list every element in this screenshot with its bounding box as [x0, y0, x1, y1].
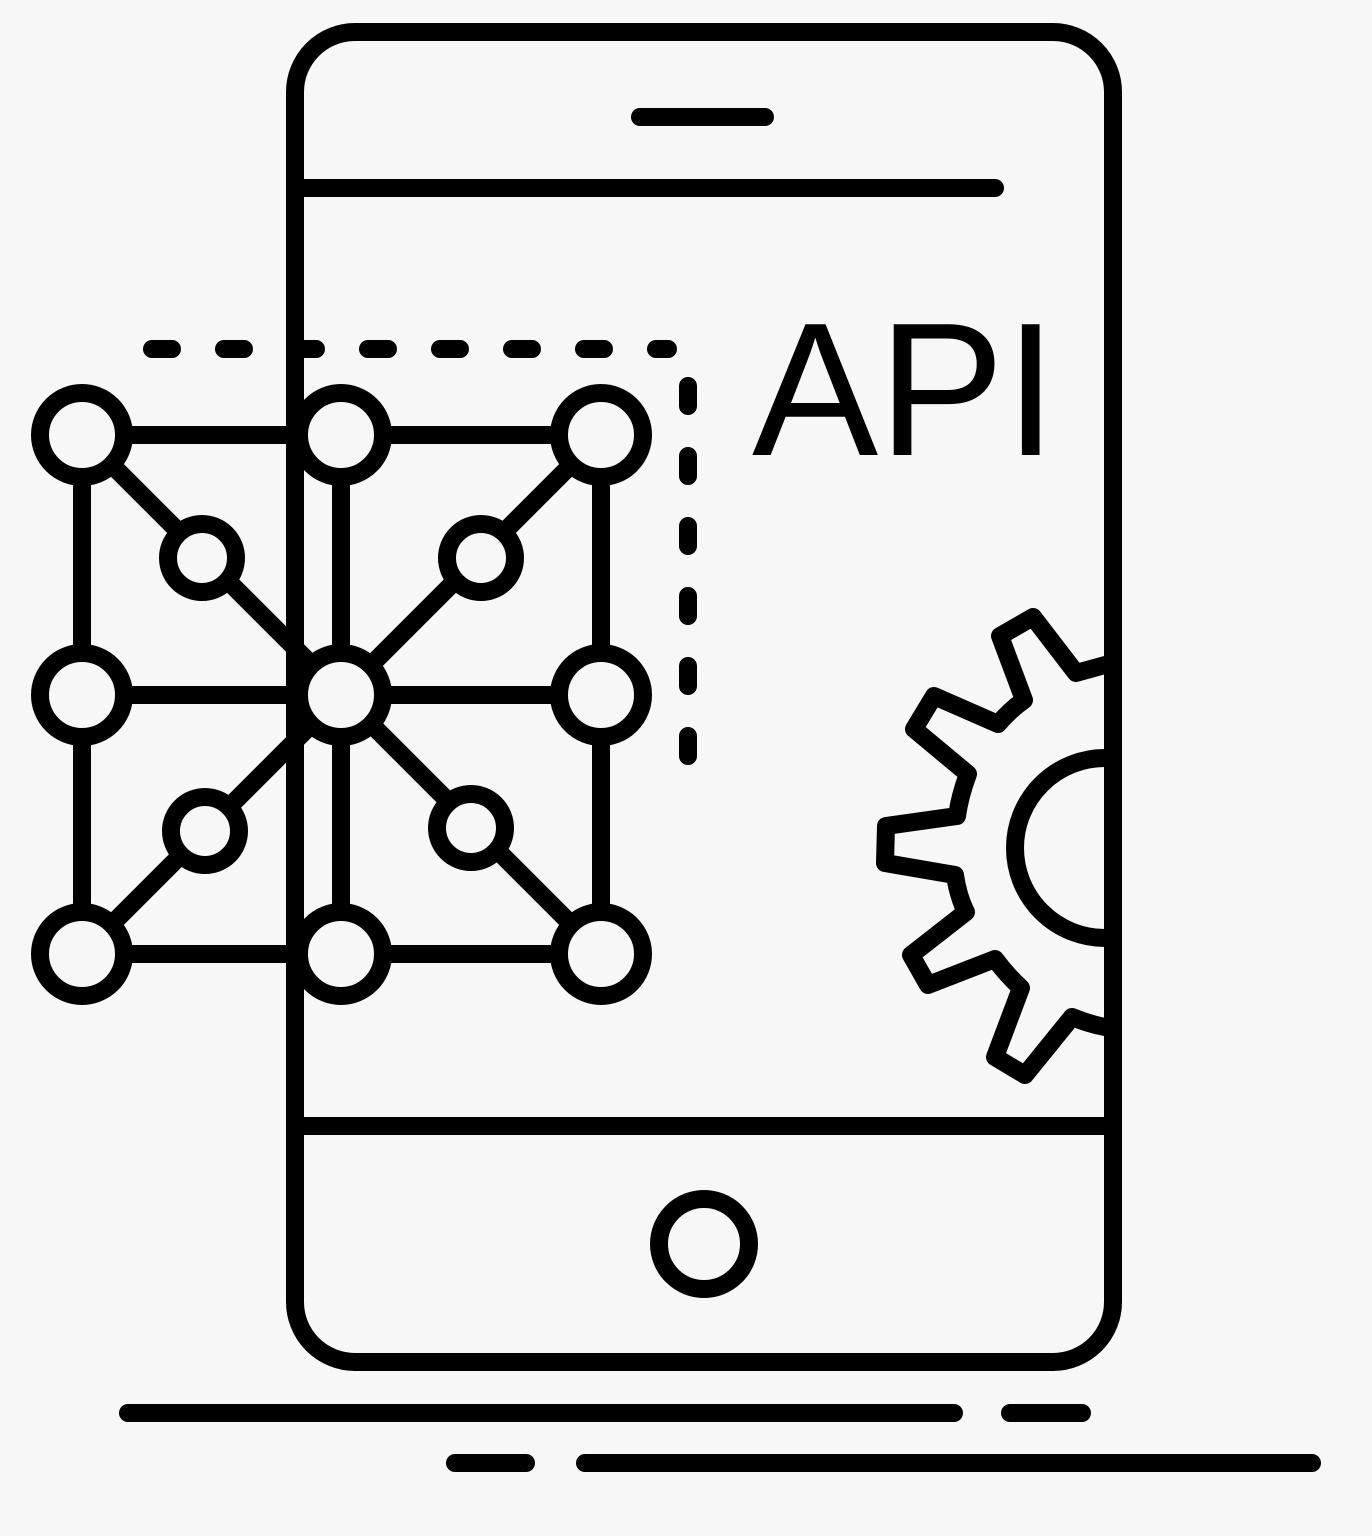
gear-icon [876, 608, 1114, 1084]
api-label: API [752, 284, 1057, 496]
network-grid-icon [31, 384, 652, 1005]
dashed-connector [143, 340, 697, 769]
ground-lines [119, 1404, 1321, 1472]
home-button-icon [650, 1190, 758, 1298]
